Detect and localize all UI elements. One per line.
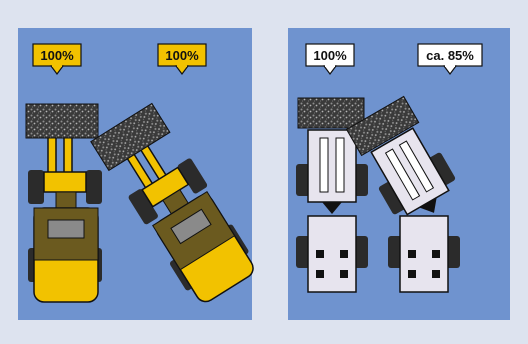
callout-left-1: 100% bbox=[32, 43, 82, 75]
callout-label: 100% bbox=[313, 48, 347, 63]
callout-label: ca. 85% bbox=[426, 48, 474, 63]
callout-left-2: 100% bbox=[157, 43, 207, 75]
gray-loader-articulated-front bbox=[345, 95, 456, 216]
gray-loader-straight bbox=[296, 97, 368, 293]
callout-label: 100% bbox=[165, 48, 199, 63]
gray-loader-articulated-rear bbox=[388, 215, 460, 293]
callout-label: 100% bbox=[40, 48, 74, 63]
yellow-loader-articulated bbox=[90, 102, 254, 303]
callout-right-2: ca. 85% bbox=[417, 43, 483, 75]
yellow-loader-straight bbox=[25, 103, 102, 303]
callout-right-1: 100% bbox=[305, 43, 355, 75]
